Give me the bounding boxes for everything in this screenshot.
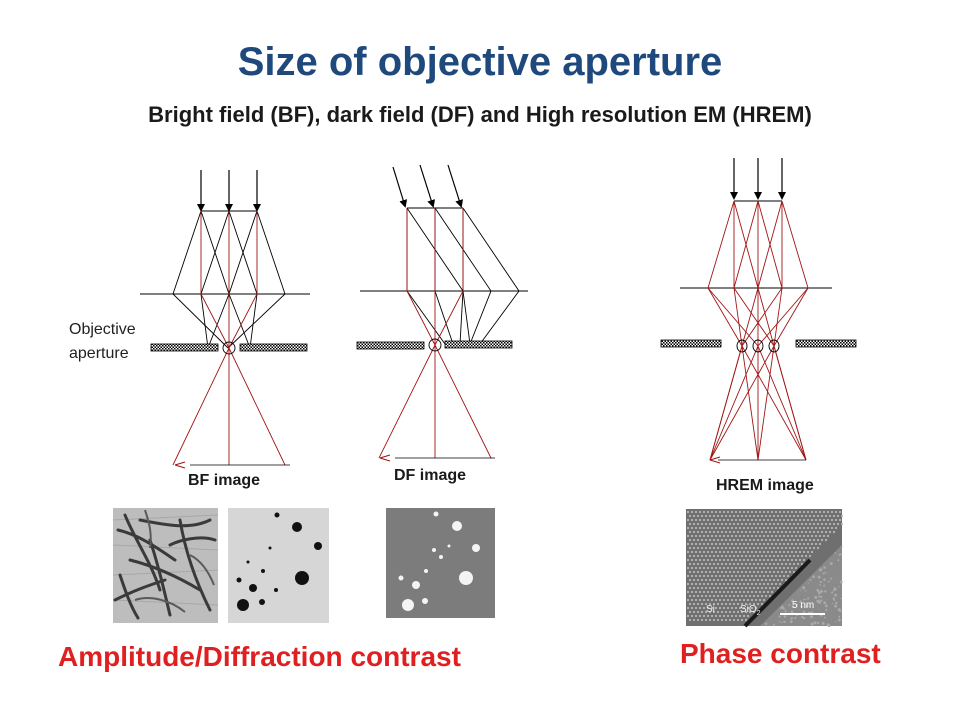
hrem-label-sio2: SiO2 bbox=[740, 604, 761, 617]
bf-diagram bbox=[140, 170, 310, 469]
phase-contrast-caption: Phase contrast bbox=[680, 638, 881, 669]
df-objective-aperture bbox=[356, 341, 425, 350]
hrem-aperture-opening bbox=[736, 339, 748, 353]
hrem-diagram bbox=[660, 158, 857, 464]
page-subtitle: Bright field (BF), dark field (DF) and H… bbox=[148, 102, 812, 127]
hrem-micrograph-lattice bbox=[686, 509, 844, 628]
amplitude-contrast-caption: Amplitude/Diffraction contrast bbox=[58, 641, 461, 672]
df-objective-aperture bbox=[444, 340, 513, 349]
hrem-objective-aperture bbox=[660, 339, 722, 348]
df-diagram bbox=[356, 164, 528, 462]
hrem-scale-label: 5 nm bbox=[792, 600, 815, 611]
hrem-aperture-opening bbox=[768, 339, 780, 353]
bf-micrograph-wires bbox=[112, 508, 219, 623]
bf-objective-aperture bbox=[239, 343, 308, 352]
df-incident-ray bbox=[419, 164, 435, 208]
df-incident-ray bbox=[392, 166, 408, 208]
bf-image-label: BF image bbox=[188, 472, 261, 489]
page-title: Size of objective aperture bbox=[237, 40, 723, 84]
hrem-aperture-opening bbox=[752, 339, 764, 353]
df-image-label: DF image bbox=[394, 467, 467, 484]
df-micrograph-particles bbox=[386, 508, 495, 618]
bf-objective-aperture bbox=[150, 343, 219, 352]
bf-aperture-opening bbox=[222, 341, 236, 355]
hrem-objective-aperture bbox=[795, 339, 857, 348]
hrem-image-label: HREM image bbox=[716, 477, 814, 494]
bf-micrograph-particles bbox=[228, 508, 329, 623]
df-incident-ray bbox=[447, 164, 463, 208]
df-aperture-opening bbox=[428, 338, 442, 352]
objective-aperture-label: Objective aperture bbox=[69, 321, 136, 362]
hrem-label-si: Si bbox=[706, 604, 715, 615]
